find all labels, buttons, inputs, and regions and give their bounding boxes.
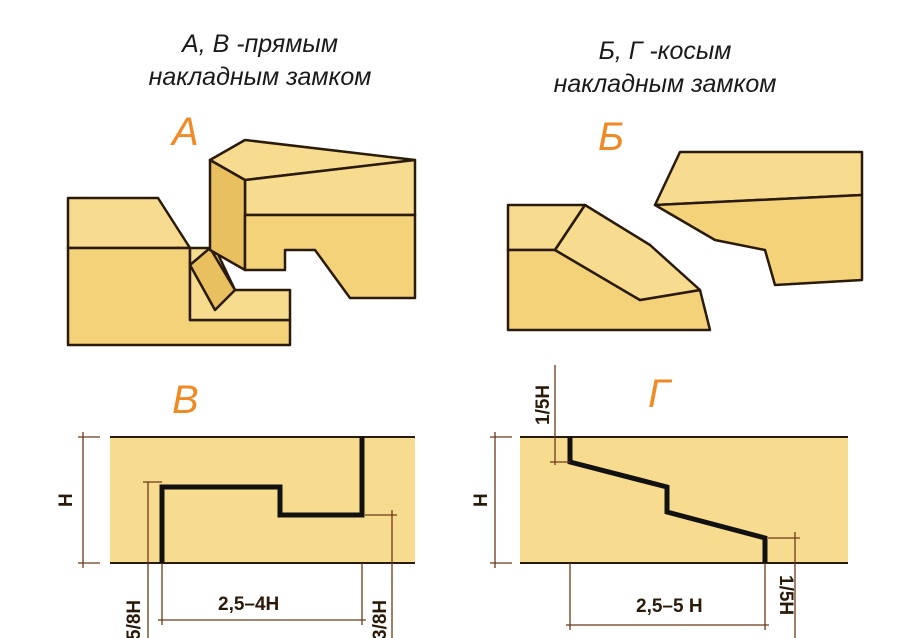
caption-line2: накладным замком bbox=[553, 70, 777, 98]
dim-v-height: Н bbox=[56, 493, 77, 507]
drawing-a-left-log bbox=[66, 196, 292, 347]
label-g: Г bbox=[648, 372, 670, 416]
dim-g-length: 2,5–5 Н bbox=[636, 596, 703, 617]
drawing-g-profile: Н 1/5Н 2,5–5 Н 1/5Н bbox=[471, 365, 848, 638]
label-a: А bbox=[172, 110, 199, 154]
caption-line1: Б, Г -косым bbox=[598, 37, 732, 65]
dim-v-right: 3/8Н bbox=[370, 600, 391, 638]
drawing-b-left-log bbox=[506, 203, 712, 332]
label-b: Б bbox=[598, 115, 625, 159]
dim-g-bottom: 1/5Н bbox=[775, 575, 796, 615]
label-v: В bbox=[172, 378, 199, 422]
drawing-b-right-log bbox=[653, 150, 864, 287]
dim-v-left: 5/8Н bbox=[124, 600, 145, 638]
caption-oblique-lock: Б, Г -косым накладным замком bbox=[515, 35, 815, 101]
dim-g-top: 1/5Н bbox=[533, 385, 554, 425]
caption-straight-lock: А, В -прямым накладным замком bbox=[110, 28, 410, 94]
drawing-v-profile: Н 5/8Н 2,5–4Н 3/8Н bbox=[56, 432, 415, 638]
dim-g-height: Н bbox=[471, 493, 492, 507]
caption-line1: А, В -прямым bbox=[182, 30, 338, 58]
drawing-a-right-log bbox=[208, 138, 417, 300]
dim-v-length: 2,5–4Н bbox=[218, 594, 279, 615]
caption-line2: накладным замком bbox=[148, 63, 372, 91]
